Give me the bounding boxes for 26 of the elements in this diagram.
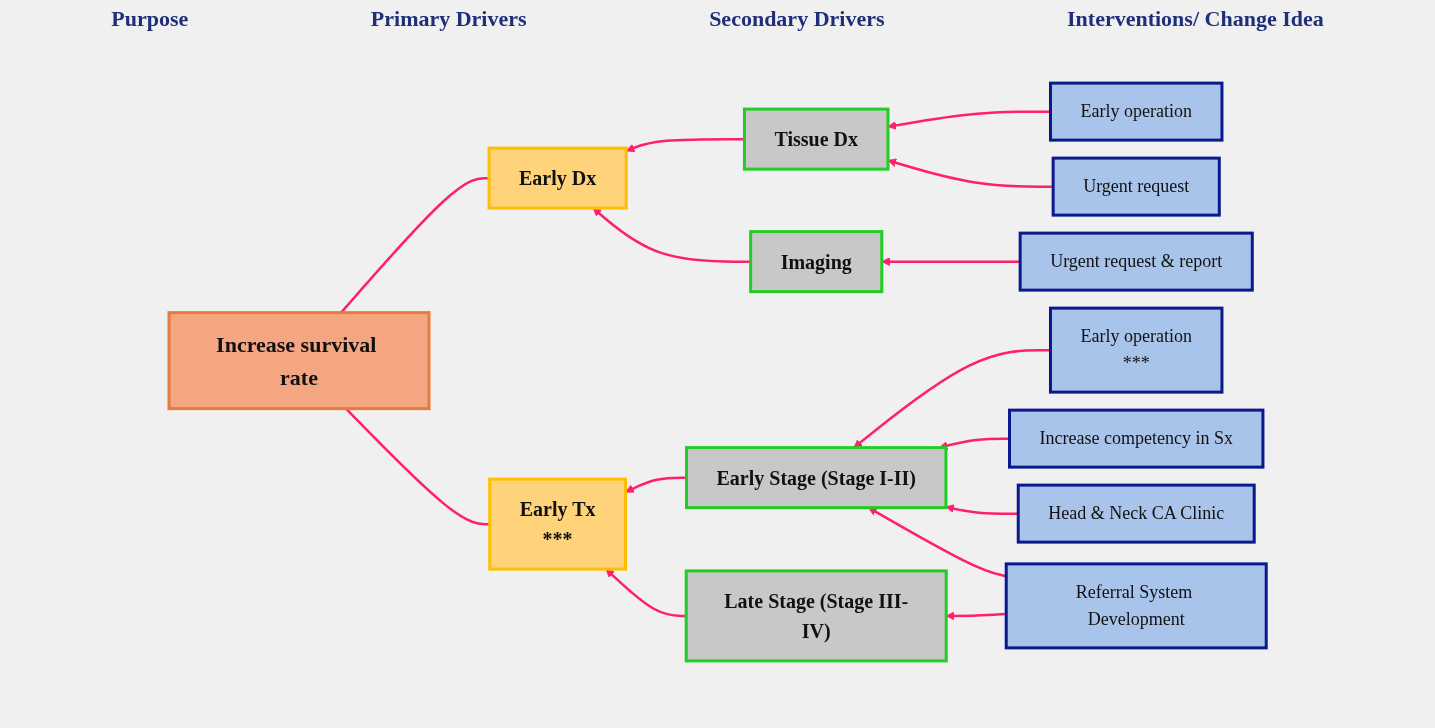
arrow xyxy=(625,476,687,493)
node-box: Head & Neck CA Clinic xyxy=(1016,483,1256,544)
node-box: Urgent request xyxy=(1051,156,1221,217)
node-box: Early operation *** xyxy=(1048,306,1224,394)
node-box: Early Tx *** xyxy=(488,477,627,571)
node-box: Imaging xyxy=(749,230,884,294)
node-box: Early Dx xyxy=(487,146,628,210)
node-box: Early operation xyxy=(1048,81,1224,142)
node-box: Increase survival rate xyxy=(167,311,431,411)
arrow xyxy=(945,504,1019,515)
node-box: Early Stage (Stage I-II) xyxy=(684,446,948,510)
arrow xyxy=(887,158,1054,188)
node-box: Urgent request & report xyxy=(1018,231,1254,292)
arrow xyxy=(625,137,745,153)
arrow xyxy=(881,257,1021,266)
arrow xyxy=(868,507,1007,578)
node-box: Tissue Dx xyxy=(742,107,890,171)
node-box: Referral System Development xyxy=(1004,562,1268,650)
column-heading: Secondary Drivers xyxy=(709,6,885,32)
column-heading: Interventions/ Change Idea xyxy=(1067,6,1324,32)
node-box: Increase competency in Sx xyxy=(1007,408,1265,469)
arrow xyxy=(887,110,1051,130)
column-heading: Primary Drivers xyxy=(370,6,527,32)
column-heading: Purpose xyxy=(111,6,189,32)
node-box: Late Stage (Stage III-IV) xyxy=(684,569,948,663)
arrow xyxy=(853,348,1051,448)
